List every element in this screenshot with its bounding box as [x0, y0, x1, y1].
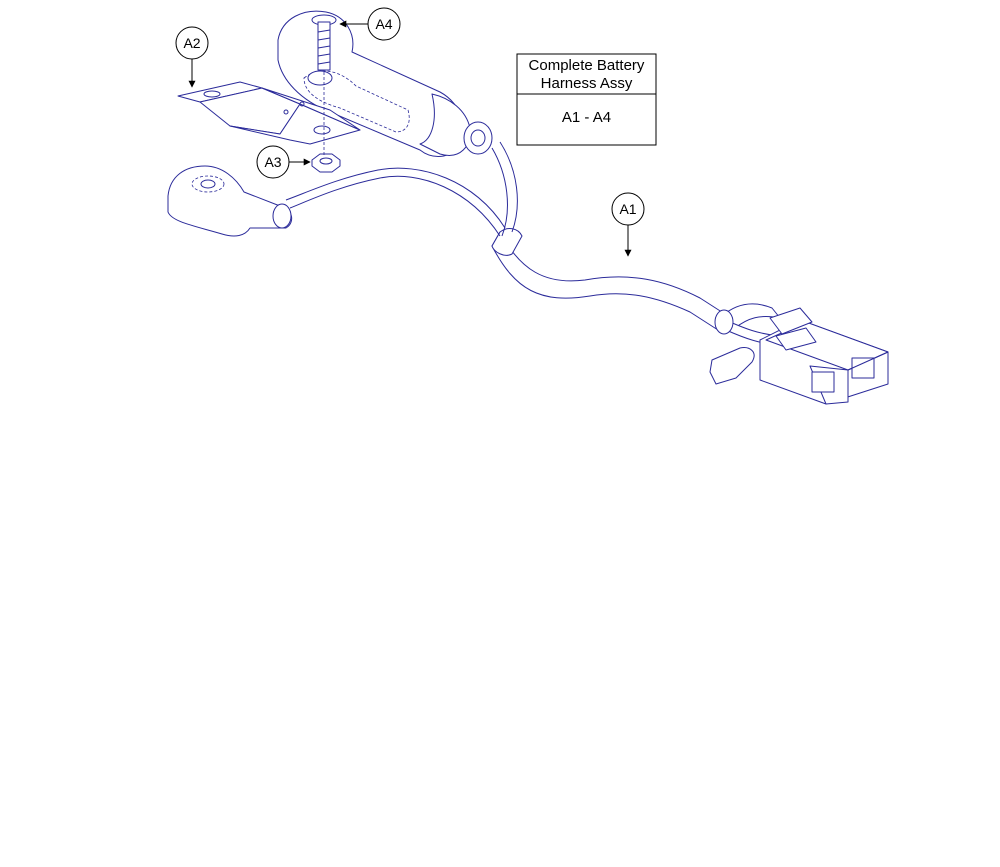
- info-box-range: A1 - A4: [562, 109, 611, 126]
- info-box-title-line2: Harness Assy: [541, 75, 633, 92]
- lower-terminal-boot: [167, 165, 293, 237]
- screw-a4: [311, 14, 337, 71]
- svg-text:A4: A4: [375, 16, 392, 32]
- svg-text:A2: A2: [183, 35, 200, 51]
- callout-a3: A3: [256, 145, 311, 179]
- nut-a3: [311, 153, 341, 173]
- info-box-title-line1: Complete Battery: [529, 57, 645, 74]
- svg-text:A3: A3: [264, 154, 281, 170]
- anderson-connector: [709, 307, 889, 405]
- svg-text:A1: A1: [619, 201, 636, 217]
- callout-a2: A2: [175, 26, 209, 88]
- info-box: Complete Battery Harness Assy A1 - A4: [516, 53, 657, 146]
- harness-cable: [285, 141, 785, 347]
- bracket-a2: [177, 81, 361, 145]
- callout-a4: A4: [339, 7, 401, 41]
- callout-a1: A1: [611, 192, 645, 257]
